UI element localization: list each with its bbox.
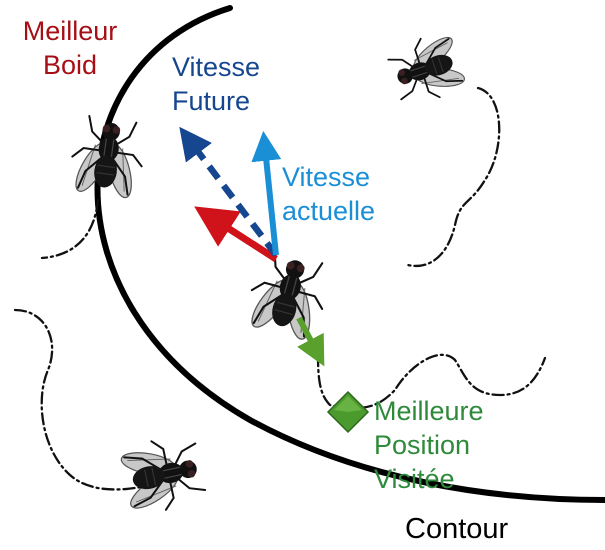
- housefly-icon: [115, 432, 207, 517]
- label-vitesse-actuelle: Vitesse actuelle: [282, 160, 375, 228]
- label-vitesse-future: Vitesse Future: [172, 50, 260, 118]
- future-velocity-arrow: [184, 133, 276, 255]
- best-boid-arrow: [203, 212, 276, 259]
- label-meilleur-boid: Meilleur Boid: [10, 14, 130, 82]
- label-meilleure-position: Meilleure Position Visitée: [374, 394, 484, 496]
- current-velocity-arrow: [264, 138, 276, 255]
- housefly-icon: [67, 114, 147, 202]
- trajectory-top-right-fly: [408, 88, 499, 266]
- label-contour: Contour: [405, 512, 508, 546]
- housefly-icon: [385, 29, 470, 109]
- trajectory-best-boid-fly: [42, 200, 98, 258]
- housefly-icon: [242, 247, 334, 345]
